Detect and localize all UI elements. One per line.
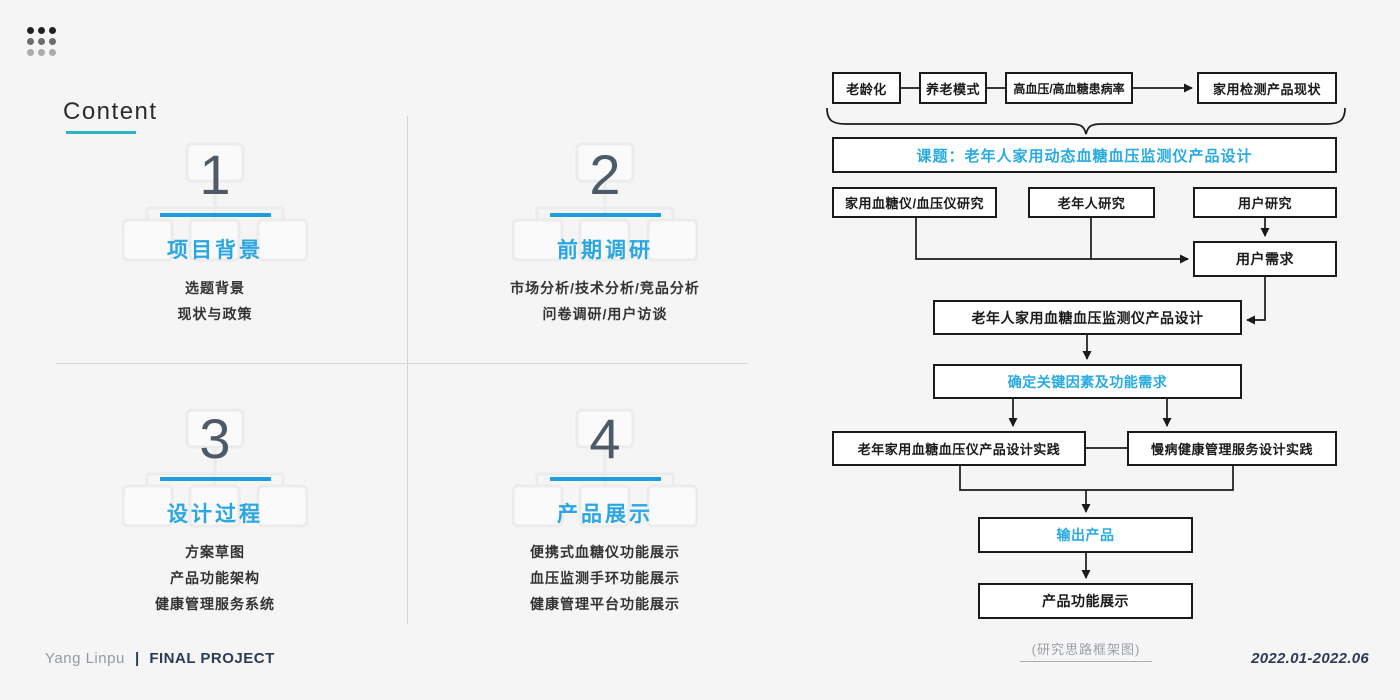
section-bar	[549, 213, 661, 217]
section-title: 设计过程	[167, 503, 263, 526]
fc-box-key-factors: 确定关键因素及功能需求	[933, 364, 1242, 399]
fc-box-practice-product: 老年家用血糖血压仪产品设计实践	[832, 431, 1086, 466]
fc-box-product-design: 老年人家用血糖血压监测仪产品设计	[933, 300, 1242, 335]
section-number: 3	[199, 407, 231, 470]
section-number: 2	[589, 143, 621, 206]
section-item: 现状与政策	[177, 306, 253, 322]
title-underline	[66, 131, 136, 134]
fc-box-output: 输出产品	[978, 517, 1193, 553]
section-items: 市场分析/技术分析/竞品分析 问卷调研/用户访谈	[425, 275, 785, 327]
toc-section-1: 1 项目背景 选题背景 现状与政策	[35, 140, 395, 327]
research-flowchart: 老龄化 养老模式 高血压/高血糖患病率 家用检测产品现状 课题：老年人家用动态血…	[800, 55, 1360, 675]
section-bar	[549, 477, 661, 481]
vertical-divider	[407, 116, 408, 624]
section-title: 项目背景	[167, 239, 263, 262]
section-bar	[159, 213, 271, 217]
toc-section-2: 2 前期调研 市场分析/技术分析/竞品分析 问卷调研/用户访谈	[425, 140, 785, 327]
section-items: 选题背景 现状与政策	[35, 275, 395, 327]
flowchart-caption: (研究思路框架图)	[960, 639, 1212, 662]
section-number: 1	[199, 143, 231, 206]
fc-box-device-research: 家用血糖仪/血压仪研究	[832, 187, 997, 218]
fc-box-product-show: 产品功能展示	[978, 583, 1193, 619]
section-title: 产品展示	[557, 503, 653, 526]
section-item: 问卷调研/用户访谈	[542, 306, 668, 322]
fc-box-eldercare-model: 养老模式	[919, 72, 987, 104]
section-item: 便携式血糖仪功能展示	[530, 544, 680, 560]
section-bar	[159, 477, 271, 481]
fc-box-topic: 课题：老年人家用动态血糖血压监测仪产品设计	[832, 137, 1337, 173]
section-item: 健康管理服务系统	[155, 596, 275, 612]
fc-box-elderly-research: 老年人研究	[1028, 187, 1155, 218]
section-items: 方案草图 产品功能架构 健康管理服务系统	[35, 539, 395, 617]
section-item: 血压监测手环功能展示	[530, 570, 680, 586]
toc-section-3: 3 设计过程 方案草图 产品功能架构 健康管理服务系统	[35, 404, 395, 617]
section-item: 选题背景	[185, 280, 245, 296]
footer-credit: Yang Linpu | FINAL PROJECT	[45, 650, 275, 667]
section-items: 便携式血糖仪功能展示 血压监测手环功能展示 健康管理平台功能展示	[425, 539, 785, 617]
section-item: 市场分析/技术分析/竞品分析	[510, 280, 700, 296]
author-name: Yang Linpu	[45, 650, 125, 667]
horizontal-divider	[56, 363, 748, 364]
page-title: Content	[63, 98, 158, 125]
toc-section-4: 4 产品展示 便携式血糖仪功能展示 血压监测手环功能展示 健康管理平台功能展示	[425, 404, 785, 617]
fc-box-user-needs: 用户需求	[1193, 241, 1337, 277]
date-range: 2022.01-2022.06	[1251, 650, 1369, 667]
dots-grid-icon	[24, 24, 58, 58]
fc-box-aging: 老龄化	[832, 72, 901, 104]
fc-box-practice-service: 慢病健康管理服务设计实践	[1127, 431, 1337, 466]
flowchart-caption-text: (研究思路框架图)	[1019, 639, 1153, 662]
fc-box-home-products: 家用检测产品现状	[1197, 72, 1337, 104]
project-label: FINAL PROJECT	[149, 650, 275, 667]
fc-box-user-research: 用户研究	[1193, 187, 1337, 218]
fc-box-prevalence: 高血压/高血糖患病率	[1005, 72, 1133, 104]
section-title: 前期调研	[557, 239, 653, 262]
section-item: 健康管理平台功能展示	[530, 596, 680, 612]
section-item: 方案草图	[185, 544, 245, 560]
section-number: 4	[589, 407, 621, 470]
footer-separator: |	[134, 650, 140, 667]
section-item: 产品功能架构	[170, 570, 260, 586]
